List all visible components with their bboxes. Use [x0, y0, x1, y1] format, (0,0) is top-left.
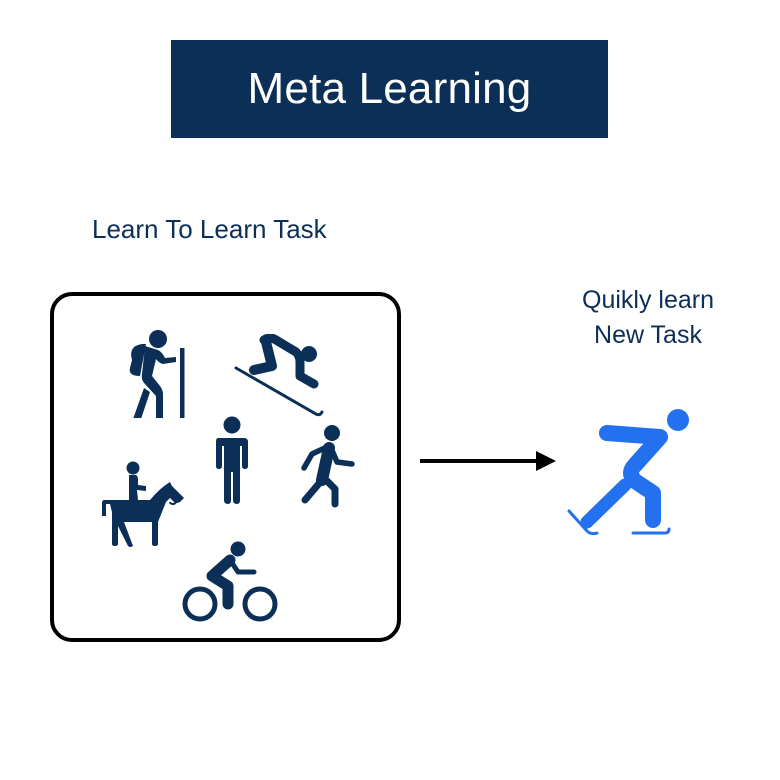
ice-skater-icon [567, 409, 689, 536]
walking-person-icon [301, 425, 355, 508]
title-text: Meta Learning [247, 64, 532, 113]
skier-icon [234, 334, 324, 417]
quickly-learn-line2: New Task [594, 321, 702, 349]
learn-to-learn-label: Learn To Learn Task [92, 214, 327, 244]
hiker-icon [129, 330, 185, 418]
horse-rider-icon [102, 461, 184, 547]
quickly-learn-label: Quikly learn New Task [548, 283, 748, 353]
quickly-learn-line1: Quikly learn [582, 286, 714, 314]
standing-person-icon [216, 416, 248, 504]
title-banner: Meta Learning [171, 40, 608, 138]
right-arrow-icon [420, 451, 556, 471]
cyclist-icon [182, 541, 278, 622]
learn-tasks-box [50, 292, 401, 642]
